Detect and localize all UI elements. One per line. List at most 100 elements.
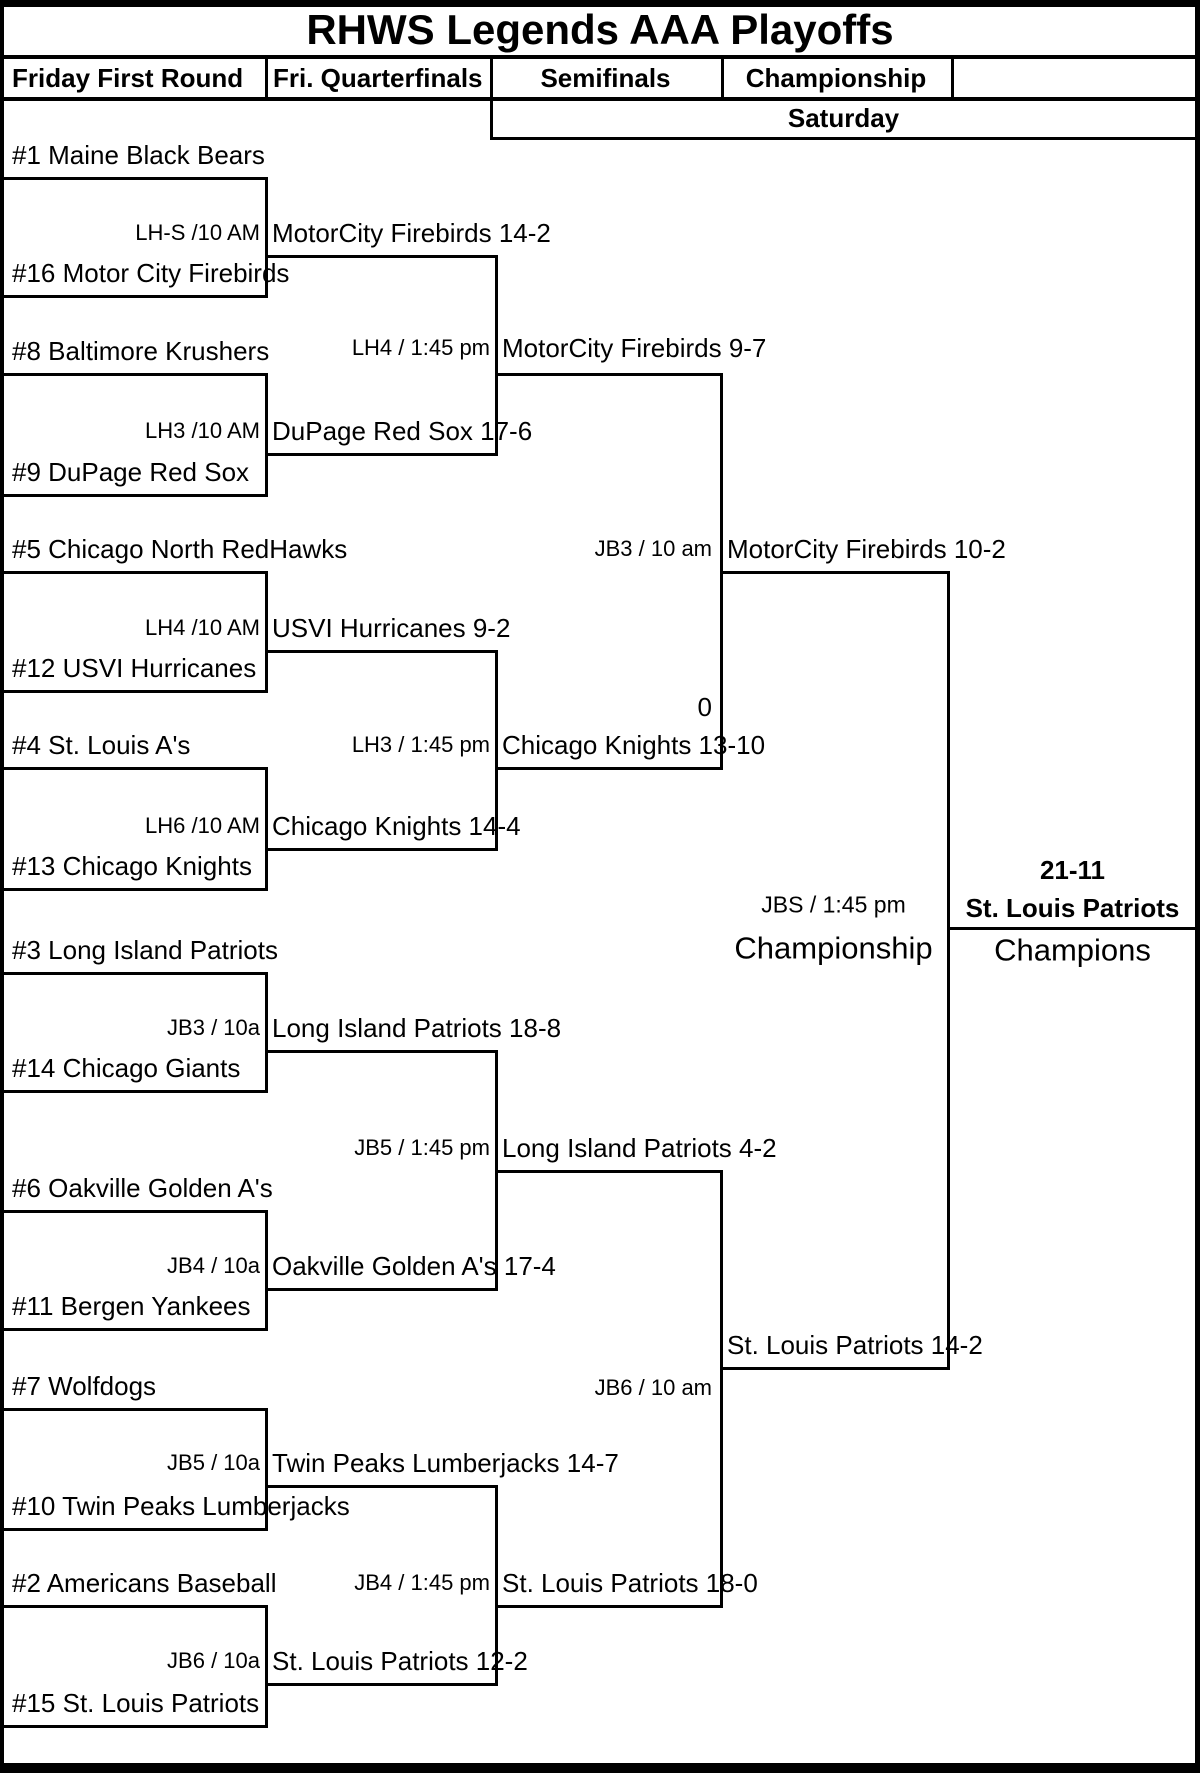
game-time-label: LH4 /10 AM <box>145 615 260 640</box>
column-header-semifinals: Semifinals <box>540 63 671 93</box>
game-time-label: LH3 /10 AM <box>145 418 260 443</box>
quarterfinal-entry: MotorCity Firebirds 14-2 <box>272 218 551 248</box>
game-time-label: LH3 / 1:45 pm <box>351 732 490 757</box>
final-entry: MotorCity Firebirds 10-2 <box>727 534 1006 564</box>
game-time-label: JB3 / 10 am <box>594 536 712 561</box>
bracket-line <box>4 972 268 975</box>
game-time-label: LH-S /10 AM <box>135 220 260 245</box>
bracket-line <box>947 571 950 1370</box>
bracket-line <box>495 255 498 456</box>
bracket-line <box>4 571 268 574</box>
quarterfinal-entry: Chicago Knights 14-4 <box>272 811 521 841</box>
bracket-line <box>265 1288 498 1291</box>
semifinal-entry: Long Island Patriots 4-2 <box>502 1133 777 1163</box>
stray-zero-value: 0 <box>697 692 712 722</box>
quarterfinal-entry: Long Island Patriots 18-8 <box>272 1013 562 1043</box>
bracket-line <box>265 650 498 653</box>
team-entry: #14 Chicago Giants <box>12 1053 241 1083</box>
bracket-line <box>4 177 268 180</box>
champion-name: St. Louis Patriots <box>965 893 1180 923</box>
bracket-line <box>4 1210 268 1213</box>
bracket-line <box>265 848 498 851</box>
team-entry: #13 Chicago Knights <box>12 851 252 881</box>
bracket-line <box>265 453 498 456</box>
bracket-line <box>265 1210 268 1331</box>
saturday-banner: Saturday <box>787 103 900 133</box>
bracket-line <box>265 1485 498 1488</box>
bracket-line <box>265 571 268 693</box>
quarterfinal-entry: Twin Peaks Lumberjacks 14-7 <box>272 1448 619 1478</box>
bracket-line <box>490 137 1197 140</box>
bracket-line <box>947 927 1196 930</box>
championship-title: Championship <box>734 930 933 966</box>
team-entry: #11 Bergen Yankees <box>12 1291 251 1321</box>
bracket-line <box>4 1408 268 1411</box>
bracket-line <box>0 1763 1200 1773</box>
bracket-line <box>4 690 268 693</box>
champion-score: 21-11 <box>1039 855 1106 885</box>
column-header-fri-quarterfinals: Fri. Quarterfinals <box>273 63 483 93</box>
column-header-friday-first-round: Friday First Round <box>12 63 244 93</box>
bracket-line <box>265 373 268 497</box>
quarterfinal-entry: Oakville Golden A's 17-4 <box>272 1251 556 1281</box>
team-entry: #5 Chicago North RedHawks <box>12 534 348 564</box>
bracket-line <box>495 650 498 851</box>
game-time-label: JB5 / 1:45 pm <box>354 1135 490 1160</box>
game-time-label: JB5 / 10a <box>167 1450 260 1475</box>
bracket-line <box>1195 7 1200 1763</box>
bracket-line <box>720 1170 723 1608</box>
bracket-line <box>495 1050 498 1291</box>
bracket-line <box>0 55 1200 59</box>
bracket-line <box>490 55 493 137</box>
bracket-line <box>0 7 4 1763</box>
bracket-line <box>4 1090 268 1093</box>
team-entry: #2 Americans Baseball <box>12 1568 277 1598</box>
bracket-line <box>0 97 1197 101</box>
final-entry: St. Louis Patriots 14-2 <box>727 1330 983 1360</box>
game-time-label: JB4 / 10a <box>167 1253 260 1278</box>
bracket-line <box>720 373 723 770</box>
bracket-line <box>0 0 1200 7</box>
bracket-line <box>265 767 268 891</box>
bracket-line <box>720 571 950 574</box>
quarterfinal-entry: USVI Hurricanes 9-2 <box>272 613 511 643</box>
bracket-line <box>4 295 268 298</box>
bracket-line <box>4 494 268 497</box>
page-title: RHWS Legends AAA Playoffs <box>306 6 894 53</box>
bracket-line <box>265 1050 498 1053</box>
team-entry: #3 Long Island Patriots <box>12 935 278 965</box>
team-entry: #16 Motor City Firebirds <box>12 258 290 288</box>
bracket-line <box>4 888 268 891</box>
bracket-line <box>265 255 498 258</box>
game-time-label: JB3 / 10a <box>167 1015 260 1040</box>
semifinal-entry: St. Louis Patriots 18-0 <box>502 1568 758 1598</box>
semifinal-entry: MotorCity Firebirds 9-7 <box>502 333 767 363</box>
bracket-line <box>495 1485 498 1686</box>
bracket-line <box>4 767 268 770</box>
game-time-label: JB6 / 10a <box>167 1648 260 1673</box>
game-time-label: LH6 /10 AM <box>145 813 260 838</box>
game-time-label: LH4 / 1:45 pm <box>351 335 490 360</box>
team-entry: #8 Baltimore Krushers <box>12 336 270 366</box>
bracket-line <box>720 1367 950 1370</box>
bracket-line <box>265 55 268 97</box>
champions-label: Champions <box>994 932 1151 968</box>
bracket-line <box>4 1605 268 1608</box>
team-entry: #7 Wolfdogs <box>12 1371 157 1401</box>
bracket-line <box>4 1725 268 1728</box>
bracket-line <box>265 1408 268 1531</box>
bracket-line <box>265 177 268 298</box>
team-entry: #4 St. Louis A's <box>12 730 191 760</box>
bracket-line <box>495 1170 723 1173</box>
bracket-line <box>4 1528 268 1531</box>
bracket-line <box>4 1328 268 1331</box>
bracket-line <box>495 1605 723 1608</box>
team-entry: #9 DuPage Red Sox <box>12 457 250 487</box>
quarterfinal-entry: DuPage Red Sox 17-6 <box>272 416 533 446</box>
game-time-label: JB4 / 1:45 pm <box>354 1570 490 1595</box>
game-time-label: JB6 / 10 am <box>594 1375 712 1400</box>
bracket-line <box>265 1683 498 1686</box>
championship-game-label: JBS / 1:45 pm <box>761 891 906 918</box>
bracket-line <box>495 767 723 770</box>
